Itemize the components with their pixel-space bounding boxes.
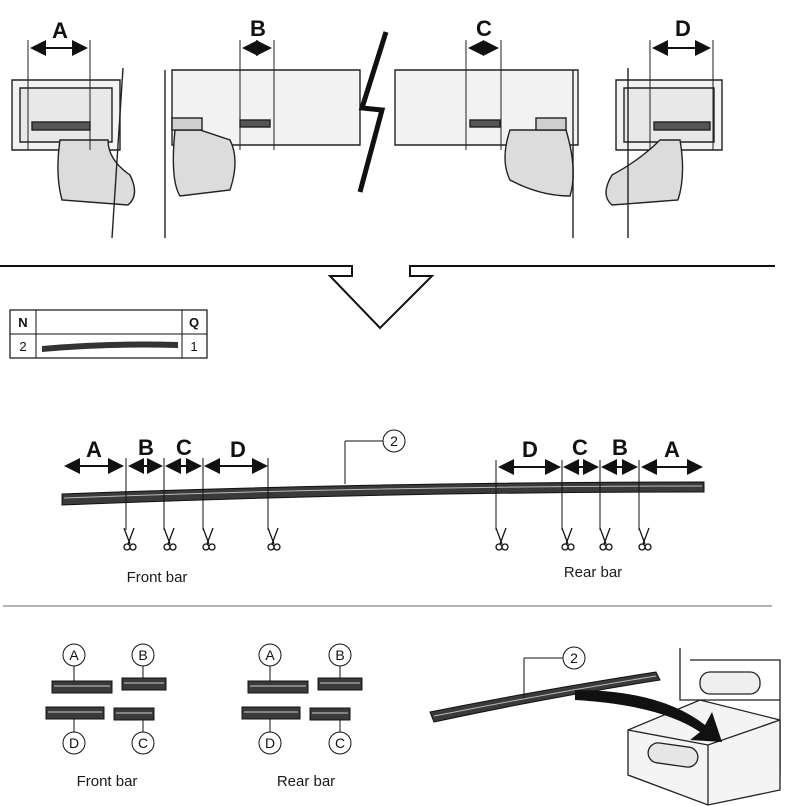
- top-dimension-b: [239, 40, 275, 150]
- top-label-b: B: [250, 16, 266, 41]
- scissors-icon: [599, 527, 613, 551]
- inner-left-foot: [164, 69, 361, 238]
- scissors-icon: [638, 527, 652, 551]
- break-line-icon: [357, 31, 389, 193]
- top-dimension-d: [649, 40, 714, 150]
- scissors-icon: [163, 527, 177, 551]
- rear-piece-c: C: [335, 735, 345, 751]
- right-foot: [605, 68, 723, 238]
- table-row-n: 2: [19, 339, 26, 354]
- storage-box: [627, 648, 781, 806]
- box-strip: [429, 671, 661, 723]
- down-arrow-icon: [0, 265, 775, 330]
- scissors-icon: [123, 527, 137, 551]
- rear-piece-b: B: [335, 647, 344, 663]
- box-callout-number: 2: [570, 650, 578, 666]
- strip-callout-number: 2: [390, 433, 398, 449]
- rear-cut-lines: [495, 460, 640, 530]
- table-col-q: Q: [189, 315, 199, 330]
- rear-bar-caption-bottom: Rear bar: [277, 773, 335, 790]
- rear-label-a: A: [664, 437, 680, 462]
- front-piece-b: B: [138, 647, 147, 663]
- front-label-a: A: [86, 437, 102, 462]
- top-dimension-c: [465, 40, 502, 150]
- rear-piece-a: A: [265, 647, 275, 663]
- front-bar-caption-bottom: Front bar: [77, 773, 138, 790]
- front-piece-d: D: [69, 735, 79, 751]
- front-piece-a: A: [69, 647, 79, 663]
- front-bar-caption: Front bar: [127, 569, 188, 586]
- rear-label-b: B: [612, 435, 628, 460]
- rack-illustration: [11, 31, 723, 239]
- rubber-strip-icon: [42, 341, 178, 352]
- scissors-icon: [495, 527, 509, 551]
- rear-piece-d: D: [265, 735, 275, 751]
- top-label-a: A: [52, 18, 68, 43]
- table-row-q: 1: [190, 339, 197, 354]
- parts-table: [9, 309, 208, 359]
- top-label-d: D: [675, 16, 691, 41]
- table-col-n: N: [18, 315, 27, 330]
- curved-arrow-icon: [575, 690, 722, 742]
- scissors-icon: [267, 527, 281, 551]
- rear-label-d: D: [522, 437, 538, 462]
- front-piece-c: C: [138, 735, 148, 751]
- strip-callout: [344, 429, 406, 484]
- top-label-c: C: [476, 16, 492, 41]
- rubber-strip: [61, 481, 705, 506]
- front-pieces: [45, 643, 167, 755]
- front-label-c: C: [176, 435, 192, 460]
- rear-label-c: C: [572, 435, 588, 460]
- scissors-icon: [202, 527, 216, 551]
- top-dimension-a: [27, 40, 91, 150]
- front-label-d: D: [230, 437, 246, 462]
- scissors-icon: [561, 527, 575, 551]
- rear-bar-caption: Rear bar: [564, 564, 622, 581]
- inner-right-foot: [394, 69, 579, 238]
- front-label-b: B: [138, 435, 154, 460]
- left-foot: [11, 67, 136, 239]
- box-callout: [523, 646, 586, 698]
- rear-pieces: [241, 643, 363, 755]
- front-cut-lines: [125, 458, 269, 530]
